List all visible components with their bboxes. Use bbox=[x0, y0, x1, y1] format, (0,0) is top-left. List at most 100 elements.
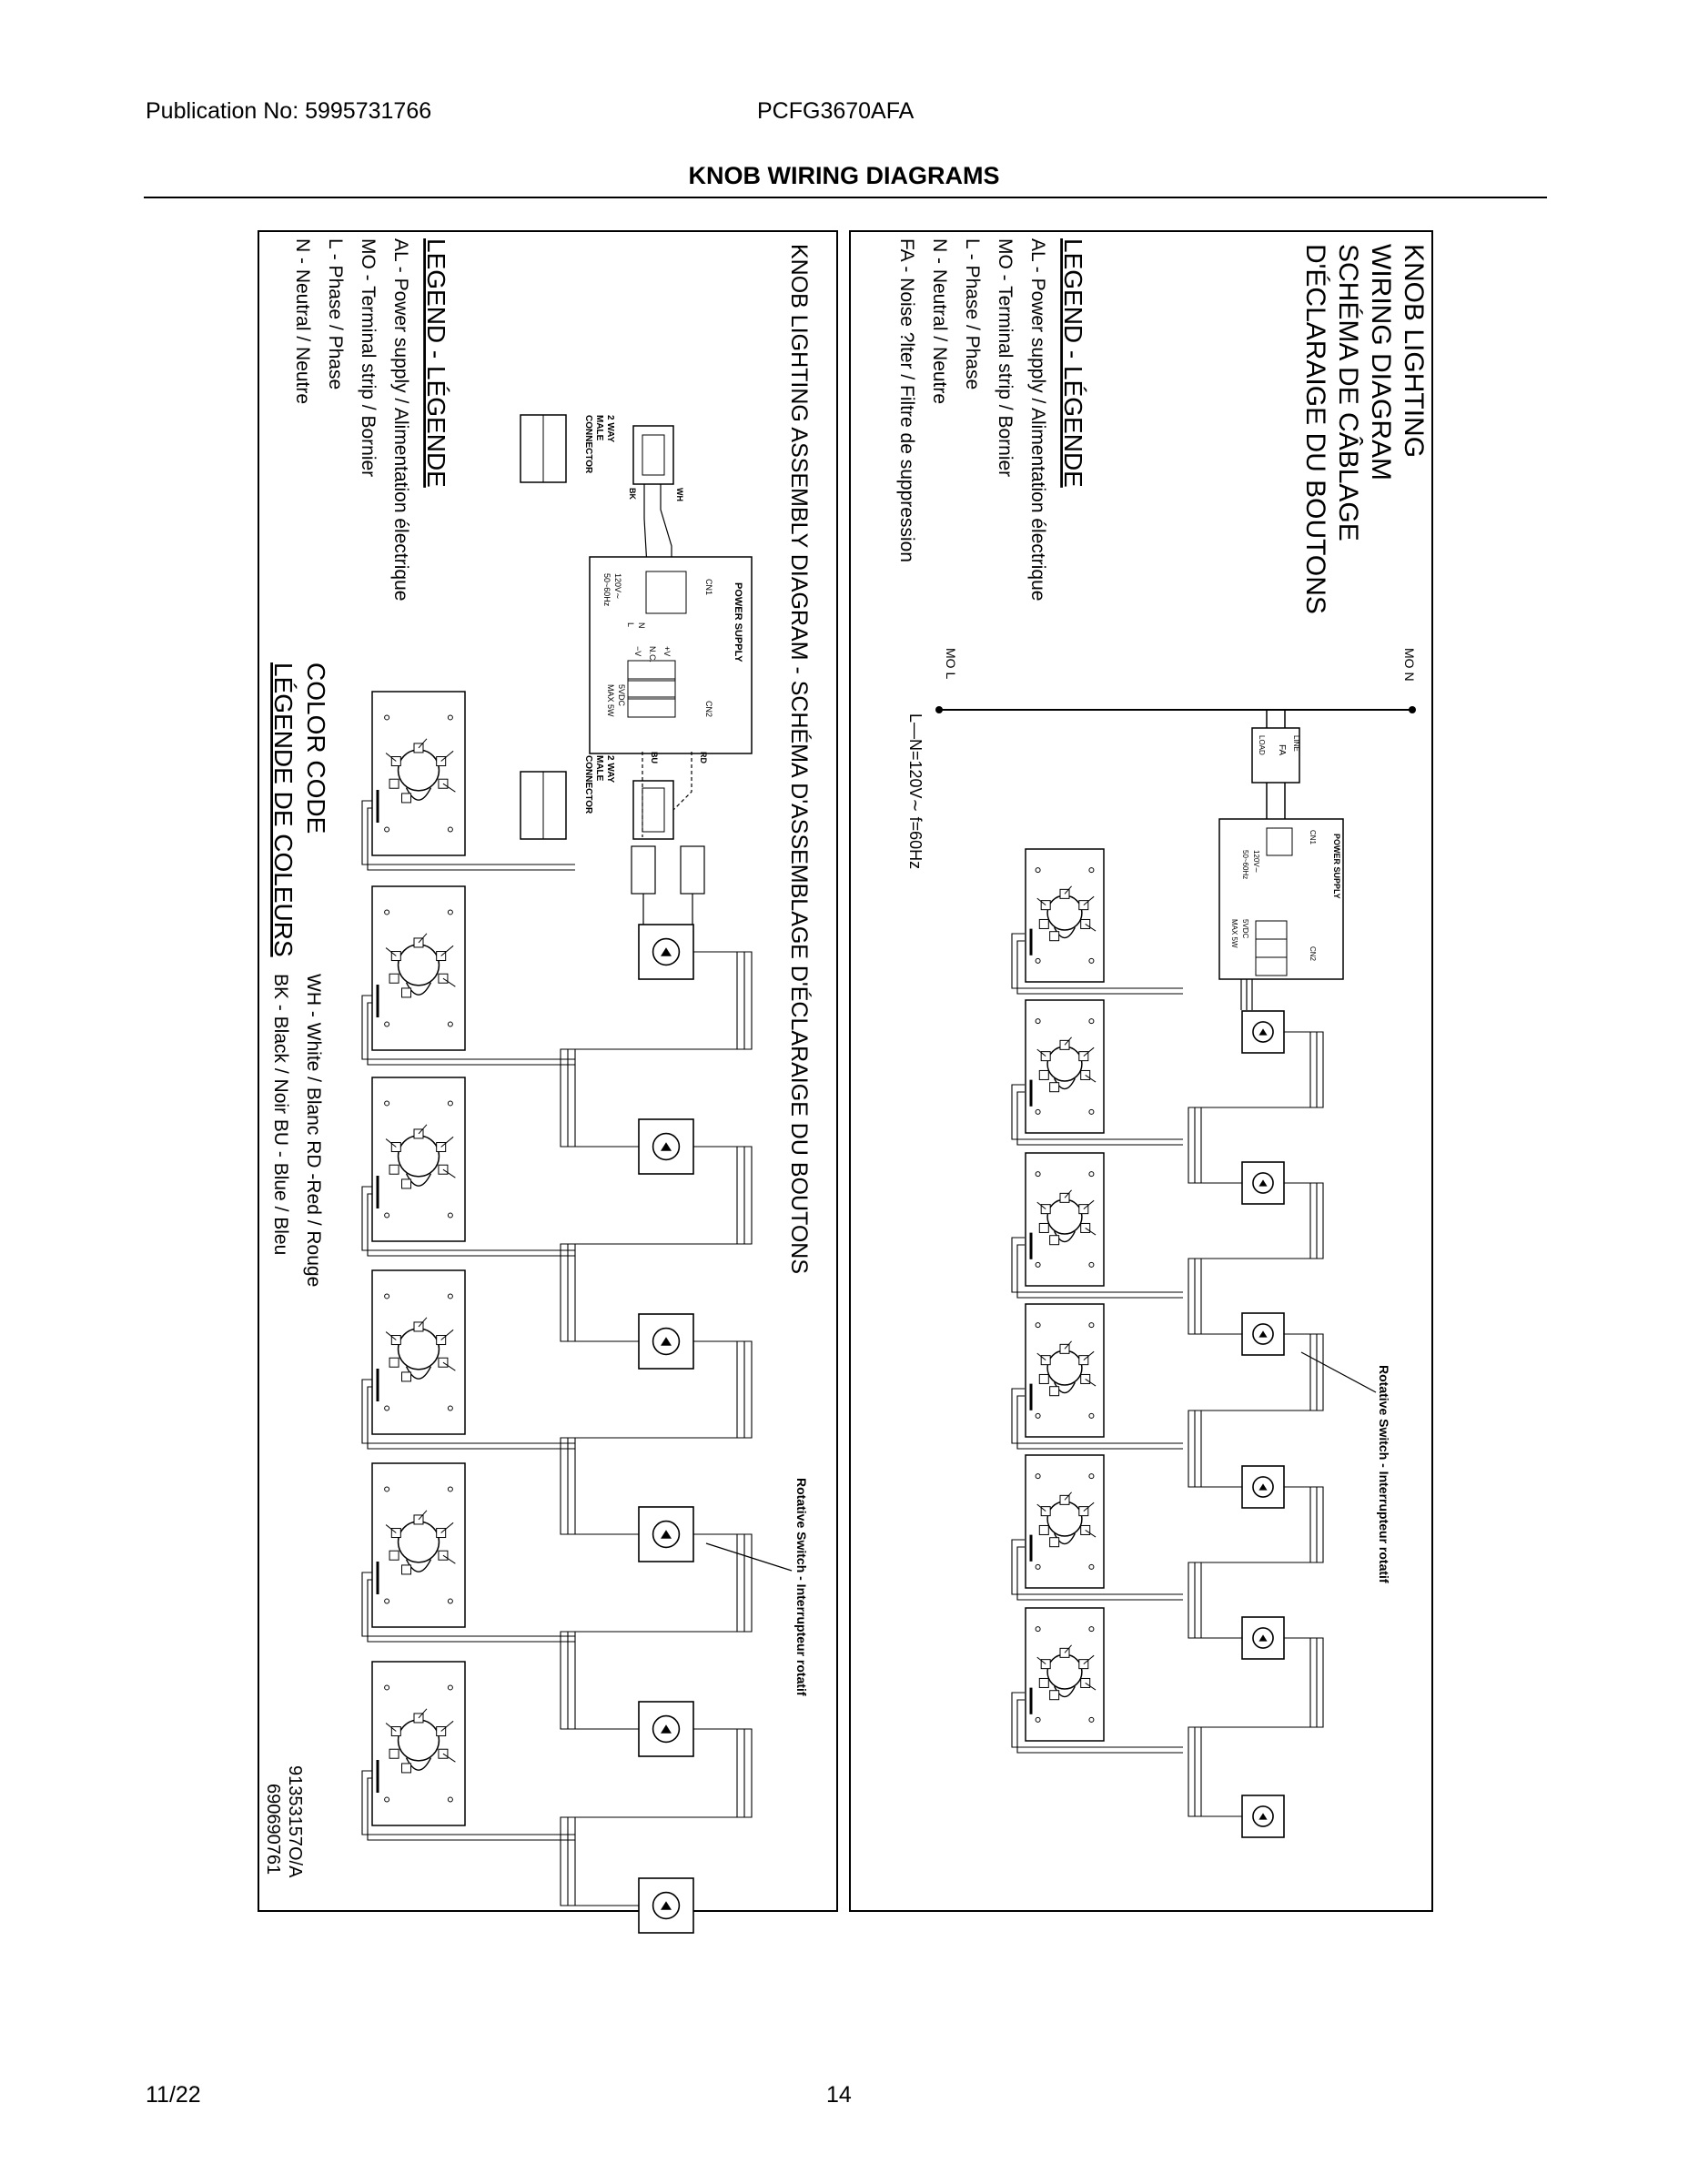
svg-text:−V: −V bbox=[633, 646, 642, 656]
mo-l-label: MO L bbox=[944, 648, 958, 679]
svg-text:MO - Terminal strip / Bornier: MO - Terminal strip / Bornier bbox=[995, 238, 1016, 477]
left-switch-mount bbox=[371, 885, 466, 1051]
svg-text:D'ÉCLARAIGE DU BOUTONS: D'ÉCLARAIGE DU BOUTONS bbox=[1300, 244, 1330, 614]
right-knob-light bbox=[1241, 1465, 1285, 1509]
svg-text:CONNECTOR: CONNECTOR bbox=[583, 755, 593, 814]
right-switch-mount bbox=[1025, 999, 1105, 1134]
left-switch-mount bbox=[371, 1269, 466, 1435]
svg-text:50~60Hz: 50~60Hz bbox=[1241, 850, 1249, 879]
left-title: KNOB LIGHTING ASSEMBLY DIAGRAM - SCHÉMA … bbox=[786, 244, 813, 1274]
left-rotative-label: Rotative Switch - Interrupteur rotatif bbox=[794, 1478, 809, 1696]
svg-text:COLOR CODE: COLOR CODE bbox=[302, 662, 330, 834]
svg-text:RD: RD bbox=[699, 752, 708, 763]
svg-text:POWER SUPPLY: POWER SUPPLY bbox=[1332, 834, 1341, 899]
part-number-1: 91353157O/A bbox=[285, 1765, 305, 1878]
svg-text:50~60Hz: 50~60Hz bbox=[602, 573, 612, 607]
svg-text:N: N bbox=[637, 622, 646, 629]
right-switch-rows bbox=[1011, 848, 1324, 1838]
svg-text:2 WAY: 2 WAY bbox=[605, 415, 615, 443]
right-switch-mount bbox=[1025, 848, 1105, 983]
svg-text:N.C.: N.C. bbox=[648, 646, 657, 662]
title-rule bbox=[144, 197, 1547, 198]
right-knob-light bbox=[1241, 1312, 1285, 1356]
svg-text:LOAD: LOAD bbox=[1258, 735, 1266, 755]
right-switch-mount bbox=[1025, 1454, 1105, 1589]
svg-text:CN1: CN1 bbox=[704, 579, 713, 595]
publication-number: Publication No: 5995731766 bbox=[146, 98, 432, 124]
right-switch-mount bbox=[1025, 1607, 1105, 1742]
svg-text:SCHÉMA DE CÂBLAGE: SCHÉMA DE CÂBLAGE bbox=[1333, 244, 1363, 541]
svg-text:CN2: CN2 bbox=[1309, 946, 1317, 962]
svg-text:+V: +V bbox=[662, 646, 672, 656]
part-number-2: 690690761 bbox=[263, 1784, 283, 1875]
svg-text:MAX 5W: MAX 5W bbox=[606, 684, 615, 717]
svg-text:MALE: MALE bbox=[594, 755, 604, 782]
svg-text:N - Neutral / Neutre: N - Neutral / Neutre bbox=[929, 238, 950, 404]
left-power-supply: POWER SUPPLY CN1 CN2 N L 120V∼ 50~60Hz +… bbox=[589, 556, 753, 754]
svg-text:BU: BU bbox=[650, 752, 659, 763]
svg-text:CN1: CN1 bbox=[1309, 830, 1317, 845]
right-legend: LEGEND - LÉGENDE AL - Power supply / Ali… bbox=[896, 238, 1087, 601]
left-knob-light bbox=[638, 1118, 694, 1175]
svg-text:2 WAY: 2 WAY bbox=[605, 755, 615, 784]
svg-text:BK: BK bbox=[628, 488, 637, 500]
left-panel-frame bbox=[258, 230, 838, 1912]
left-knob-light bbox=[638, 924, 694, 980]
page-number: 14 bbox=[826, 2082, 852, 2108]
left-ac-connector: 2 WAY MALE CONNECTOR WH BK bbox=[520, 414, 684, 583]
right-title: KNOB LIGHTING WIRING DIAGRAM SCHÉMA DE C… bbox=[1300, 244, 1429, 614]
right-knob-light bbox=[1241, 1795, 1285, 1838]
left-knob-light bbox=[638, 1701, 694, 1757]
left-legend: LEGEND - LÉGENDE AL - Power supply / Ali… bbox=[292, 238, 450, 601]
svg-text:L - Phase / Phase: L - Phase / Phase bbox=[962, 238, 983, 389]
svg-text:MALE: MALE bbox=[594, 415, 604, 441]
mo-n-label: MO N bbox=[1402, 648, 1417, 682]
left-knob-light bbox=[638, 1313, 694, 1370]
svg-text:LÉGENDE DE COLEURS: LÉGENDE DE COLEURS bbox=[269, 662, 298, 957]
right-power-supply: POWER SUPPLY CN1 CN2 120V∼ 50~60Hz 5VDC … bbox=[1218, 818, 1344, 980]
left-knob-light bbox=[638, 1877, 694, 1934]
left-switch-rows bbox=[361, 691, 753, 1934]
svg-text:POWER SUPPLY: POWER SUPPLY bbox=[733, 582, 743, 662]
svg-text:CONNECTOR: CONNECTOR bbox=[583, 415, 593, 474]
svg-text:FA: FA bbox=[1277, 744, 1287, 756]
svg-text:WIRING DIAGRAM: WIRING DIAGRAM bbox=[1366, 244, 1396, 480]
footer-date: 11/22 bbox=[146, 2082, 201, 2108]
svg-text:WH - White / Blanc RD -Red /: WH - White / Blanc RD -Red / Rouge bbox=[303, 974, 324, 1287]
svg-text:AL - Power supply / Alimentati: AL - Power supply / Alimentation électri… bbox=[390, 238, 411, 601]
left-switch-mount bbox=[371, 1077, 466, 1242]
svg-text:5VDC: 5VDC bbox=[617, 684, 626, 707]
right-knob-light bbox=[1241, 1010, 1285, 1054]
svg-text:AL - Power supply / Alimentati: AL - Power supply / Alimentation électri… bbox=[1027, 238, 1048, 601]
svg-text:L: L bbox=[626, 622, 635, 627]
noise-filter: FA LINE LOAD bbox=[1251, 710, 1300, 819]
svg-text:N - Neutral / Neutre: N - Neutral / Neutre bbox=[292, 238, 313, 404]
right-switch-mount bbox=[1025, 1303, 1105, 1438]
color-code-legend: COLOR CODE LÉGENDE DE COLEURS WH - White… bbox=[269, 662, 330, 1287]
svg-text:120V∼: 120V∼ bbox=[613, 573, 622, 600]
svg-text:FA - Noise ?lter / Filtre de s: FA - Noise ?lter / Filtre de suppression bbox=[896, 238, 917, 562]
left-switch-mount bbox=[371, 691, 466, 856]
svg-text:5VDC: 5VDC bbox=[1241, 919, 1249, 939]
svg-text:LEGEND - LÉGENDE: LEGEND - LÉGENDE bbox=[422, 238, 450, 488]
supply-note: L—N=120V∼ f=60Hz bbox=[906, 713, 925, 869]
right-switch-mount bbox=[1025, 1152, 1105, 1287]
svg-text:120V∼: 120V∼ bbox=[1252, 850, 1260, 873]
right-knob-light bbox=[1241, 1616, 1285, 1660]
svg-text:MO - Terminal strip / Bornier: MO - Terminal strip / Bornier bbox=[358, 238, 379, 477]
svg-text:LEGEND - LÉGENDE: LEGEND - LÉGENDE bbox=[1059, 238, 1087, 488]
svg-text:MAX 5W: MAX 5W bbox=[1230, 919, 1238, 948]
svg-text:KNOB LIGHTING: KNOB LIGHTING bbox=[1399, 244, 1429, 458]
svg-text:CN2: CN2 bbox=[704, 701, 713, 717]
right-rotative-label: Rotative Switch - Interrupteur rotatif bbox=[1377, 1365, 1391, 1583]
svg-text:LINE: LINE bbox=[1292, 735, 1300, 752]
left-switch-mount bbox=[371, 1661, 466, 1826]
model-number: PCFG3670AFA bbox=[757, 98, 915, 124]
left-knob-light bbox=[638, 1506, 694, 1562]
right-panel-frame bbox=[849, 230, 1433, 1912]
svg-text:BK - Black / Noir BU - Blue /: BK - Black / Noir BU - Blue / Bleu bbox=[270, 974, 291, 1255]
page-title: KNOB WIRING DIAGRAMS bbox=[688, 162, 1000, 189]
left-switch-mount bbox=[371, 1462, 466, 1628]
svg-text:L - Phase / Phase: L - Phase / Phase bbox=[325, 238, 346, 389]
